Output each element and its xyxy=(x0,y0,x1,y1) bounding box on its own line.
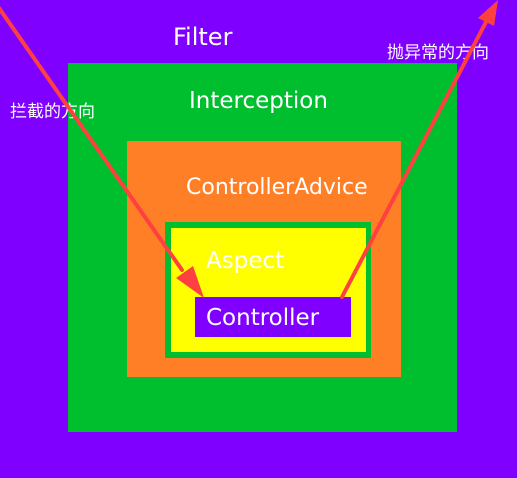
aspect-label: Aspect xyxy=(206,248,285,274)
filter-label: Filter xyxy=(173,23,233,51)
controller-layer xyxy=(195,297,351,337)
controller-advice-label: ControllerAdvice xyxy=(186,175,368,200)
controller-label: Controller xyxy=(206,305,320,331)
interception-direction-label: 拦截的方向 xyxy=(10,102,95,122)
interception-label: Interception xyxy=(189,88,328,114)
exception-direction-label: 抛异常的方向 xyxy=(387,43,489,63)
